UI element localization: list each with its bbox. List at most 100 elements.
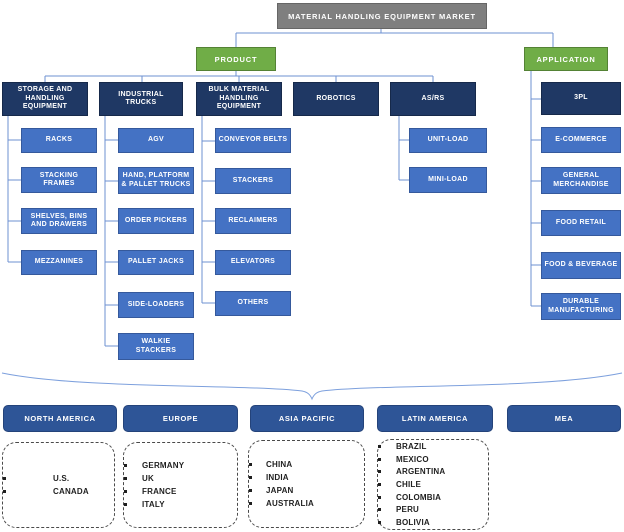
country-label: GERMANY: [142, 461, 185, 470]
segment-food-retail: FOOD RETAIL: [541, 210, 621, 236]
node-side-loaders: SIDE-LOADERS: [118, 292, 194, 318]
node-pallet-jacks: PALLET JACKS: [118, 250, 194, 275]
country-label: INDIA: [266, 473, 289, 482]
country-item: UK: [124, 472, 237, 485]
bullet-icon: [378, 470, 396, 473]
country-item: CHILE: [378, 478, 488, 491]
asrs-column-connector: [398, 116, 409, 181]
region-header-mea: MEA: [507, 405, 621, 432]
category-robotics: ROBOTICS: [293, 82, 379, 116]
root-node: MATERIAL HANDLING EQUIPMENT MARKET: [277, 3, 487, 29]
region-list-latin-america: BRAZIL MEXICO ARGENTINA CHILE COLOMBIA P…: [377, 439, 489, 530]
product-categories-connector: [44, 71, 434, 82]
node-shelves-bins-drawers: SHELVES, BINS AND DRAWERS: [21, 208, 97, 234]
bullet-icon: [378, 508, 396, 511]
bullet-icon: [249, 489, 266, 492]
country-item: BOLIVIA: [378, 516, 488, 529]
country-label: FRANCE: [142, 487, 177, 496]
bullet-icon: [3, 477, 53, 480]
category-bulk-material-handling: BULK MATERIAL HANDLING EQUIPMENT: [196, 82, 282, 116]
country-item: BRAZIL: [378, 440, 488, 453]
region-list-north-america: U.S. CANADA: [2, 442, 115, 528]
branch-product: PRODUCT: [196, 47, 276, 71]
country-item: ARGENTINA: [378, 465, 488, 478]
bulk-column-connector: [201, 116, 215, 304]
bullet-icon: [378, 445, 396, 448]
country-item: AUSTRALIA: [249, 497, 364, 510]
node-others: OTHERS: [215, 291, 291, 316]
country-label: U.S.: [53, 474, 70, 483]
storage-column-connector: [7, 116, 21, 263]
node-racks: RACKS: [21, 128, 97, 153]
country-label: PERU: [396, 505, 420, 515]
bullet-icon: [378, 496, 396, 499]
node-stacking-frames: STACKING FRAMES: [21, 167, 97, 193]
country-item: FRANCE: [124, 485, 237, 498]
country-label: AUSTRALIA: [266, 499, 315, 508]
trucks-column-connector: [104, 116, 118, 347]
node-agv: AGV: [118, 128, 194, 153]
category-storage-handling-equipment: STORAGE AND HANDLING EQUIPMENT: [2, 82, 88, 116]
bullet-icon: [124, 490, 142, 493]
region-header-north-america: NORTH AMERICA: [3, 405, 117, 432]
country-label: CANADA: [53, 487, 89, 496]
category-industrial-trucks: INDUSTRIAL TRUCKS: [99, 82, 183, 116]
country-label: BRAZIL: [396, 441, 427, 451]
segment-general-merchandise: GENERAL MERCHANDISE: [541, 167, 621, 194]
bullet-icon: [3, 490, 53, 493]
country-item: CANADA: [3, 485, 114, 498]
category-asrs: AS/RS: [390, 82, 476, 116]
branch-application: APPLICATION: [524, 47, 608, 71]
segment-food-beverage: FOOD & BEVERAGE: [541, 252, 621, 279]
bullet-icon: [124, 477, 142, 480]
bullet-icon: [249, 463, 266, 466]
country-label: UK: [142, 474, 154, 483]
bullet-icon: [249, 502, 266, 505]
segment-ecommerce: E-COMMERCE: [541, 127, 621, 153]
country-label: CHILE: [396, 480, 421, 489]
country-item: GERMANY: [124, 459, 237, 472]
country-label: ITALY: [142, 500, 165, 509]
region-list-asia-pacific: CHINA INDIA JAPAN AUSTRALIA: [248, 440, 365, 528]
country-label: BOLIVIA: [396, 518, 430, 528]
node-unit-load: UNIT-LOAD: [409, 128, 487, 153]
node-conveyor-belts: CONVEYOR BELTS: [215, 128, 291, 153]
country-item: CHINA: [249, 458, 364, 471]
application-column-connector: [530, 71, 541, 307]
node-mezzanines: MEZZANINES: [21, 250, 97, 275]
segment-3pl: 3PL: [541, 82, 621, 115]
country-item: PERU: [378, 504, 488, 517]
node-reclaimers: RECLAIMERS: [215, 208, 291, 234]
bullet-icon: [124, 464, 142, 467]
bullet-icon: [378, 458, 396, 461]
country-item: ITALY: [124, 498, 237, 511]
node-order-pickers: ORDER PICKERS: [118, 208, 194, 234]
country-item: MEXICO: [378, 453, 488, 466]
bullet-icon: [378, 483, 396, 486]
node-hand-platform-pallet-trucks: HAND, PLATFORM & PALLET TRUCKS: [118, 167, 194, 194]
country-label: MEXICO: [396, 454, 429, 464]
root-branch-connector: [235, 29, 554, 47]
region-header-asia-pacific: ASIA PACIFIC: [250, 405, 364, 432]
country-label: JAPAN: [266, 486, 294, 495]
segment-durable-manufacturing: DURABLE MANUFACTURING: [541, 293, 621, 320]
node-mini-load: MINI-LOAD: [409, 167, 487, 193]
region-header-europe: EUROPE: [123, 405, 238, 432]
region-header-latin-america: LATIN AMERICA: [377, 405, 493, 432]
bullet-icon: [249, 476, 266, 479]
bullet-icon: [124, 503, 142, 506]
node-elevators: ELEVATORS: [215, 250, 291, 275]
brace-icon: [1, 372, 623, 401]
region-list-europe: GERMANY UK FRANCE ITALY: [123, 442, 238, 528]
node-stackers: STACKERS: [215, 168, 291, 194]
bullet-icon: [378, 521, 396, 524]
country-item: U.S.: [3, 472, 114, 485]
country-label: COLOMBIA: [396, 492, 442, 502]
country-item: INDIA: [249, 471, 364, 484]
country-label: ARGENTINA: [396, 467, 446, 477]
country-label: CHINA: [266, 460, 293, 469]
country-item: COLOMBIA: [378, 491, 488, 504]
node-walkie-stackers: WALKIE STACKERS: [118, 333, 194, 360]
